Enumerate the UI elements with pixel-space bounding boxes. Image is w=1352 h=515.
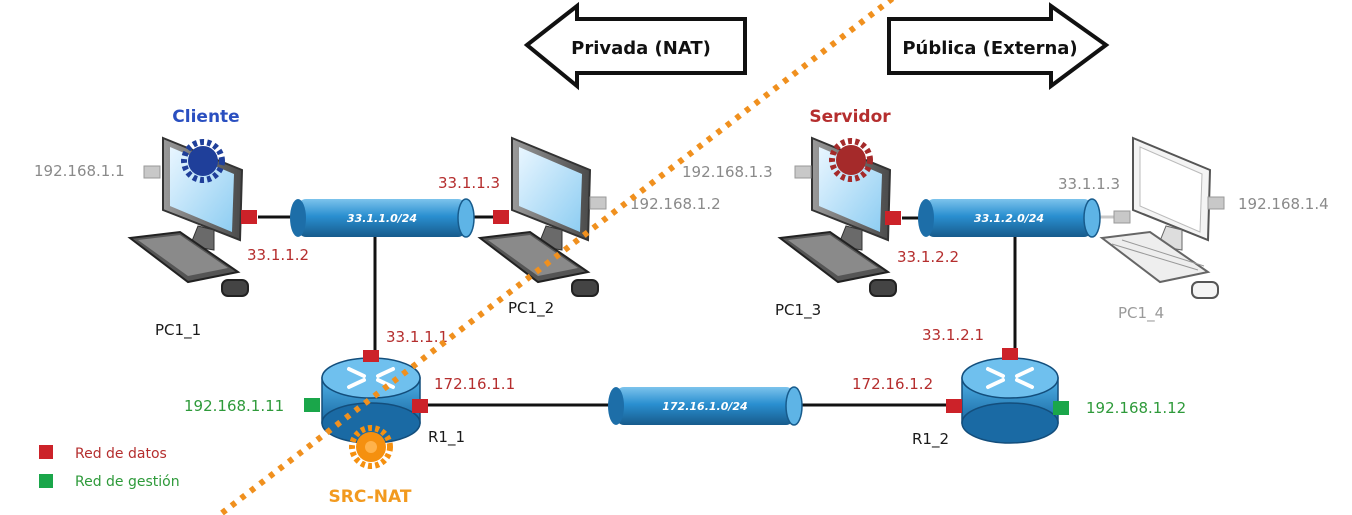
legend-mgmt-swatch [39, 474, 53, 488]
r1-2-name: R1_2 [912, 430, 949, 449]
nat-gear-icon [349, 425, 393, 469]
r1-2-mgmt-port [1053, 401, 1069, 415]
pc1-4-mgmt-ip: 192.168.1.4 [1238, 195, 1329, 213]
pc1-2-name: PC1_2 [508, 299, 554, 318]
nat-boundary-line [220, 0, 895, 515]
pc1-4-computer [1099, 136, 1219, 299]
network-pipe-172-16-1: 172.16.1.0/24 [608, 386, 803, 426]
pc1-1-mgmt-port [143, 165, 161, 179]
pc1-1-data-port [241, 210, 257, 224]
pc1-3-mgmt-port [794, 165, 812, 179]
pc1-1-mgmt-ip: 192.168.1.1 [34, 162, 125, 180]
router-r1-2 [961, 357, 1059, 444]
pc1-2-mgmt-port [589, 196, 607, 210]
r1-1-mgmt-ip: 192.168.1.11 [184, 397, 284, 415]
pc1-3-name: PC1_3 [775, 301, 821, 320]
network-pipe-33-1-1: 33.1.1.0/24 [290, 198, 475, 238]
pc1-2-data-ip: 33.1.1.3 [438, 174, 500, 192]
network-pipe-33-1-2: 33.1.2.0/24 [918, 198, 1101, 238]
private-nat-label: Privada (NAT) [571, 38, 711, 59]
pc1-4-name: PC1_4 [1118, 304, 1164, 323]
network-label: 33.1.2.0/24 [974, 212, 1044, 225]
r1-1-lan-port [363, 350, 379, 362]
private-nat-arrow: Privada (NAT) [523, 1, 747, 91]
r1-2-lan-port [1002, 348, 1018, 360]
pc1-3-data-port [885, 211, 901, 225]
legend-data-label: Red de datos [75, 446, 167, 462]
r1-1-wan-ip: 172.16.1.1 [434, 375, 515, 393]
network-label: 33.1.1.0/24 [347, 212, 417, 225]
pc1-2-data-port [493, 210, 509, 224]
pc1-1-name: PC1_1 [155, 321, 201, 340]
client-gear-icon [181, 139, 225, 183]
pc1-4-data-port [1113, 210, 1131, 224]
router-r1-1 [321, 357, 421, 444]
r1-2-lan-ip: 33.1.2.1 [922, 326, 984, 344]
client-title: Cliente [172, 107, 239, 127]
pc1-4-data-ip: 33.1.1.3 [1058, 175, 1120, 193]
r1-2-wan-port [946, 399, 962, 413]
pc1-2-mgmt-ip: 192.168.1.2 [630, 195, 721, 213]
network-label: 172.16.1.0/24 [662, 400, 747, 413]
r1-2-wan-ip: 172.16.1.2 [852, 375, 933, 393]
r1-1-mgmt-port [304, 398, 320, 412]
r1-2-mgmt-ip: 192.168.1.12 [1086, 399, 1186, 417]
r1-1-lan-ip: 33.1.1.1 [386, 328, 448, 346]
server-gear-icon [829, 138, 873, 182]
pc1-2-computer [477, 136, 599, 297]
legend: Red de datos Red de gestión [39, 445, 180, 490]
public-external-label: Pública (Externa) [902, 38, 1077, 59]
r1-1-wan-port [412, 399, 428, 413]
r1-1-name: R1_1 [428, 428, 465, 447]
pc1-3-mgmt-ip: 192.168.1.3 [682, 163, 773, 181]
server-title: Servidor [809, 107, 891, 127]
legend-mgmt-label: Red de gestión [75, 474, 180, 490]
public-external-arrow: Pública (Externa) [887, 2, 1110, 90]
pc1-4-mgmt-port [1207, 196, 1225, 210]
legend-data-swatch [39, 445, 53, 459]
pc1-1-data-ip: 33.1.1.2 [247, 246, 309, 264]
src-nat-title: SRC-NAT [329, 487, 412, 507]
pc1-3-data-ip: 33.1.2.2 [897, 248, 959, 266]
